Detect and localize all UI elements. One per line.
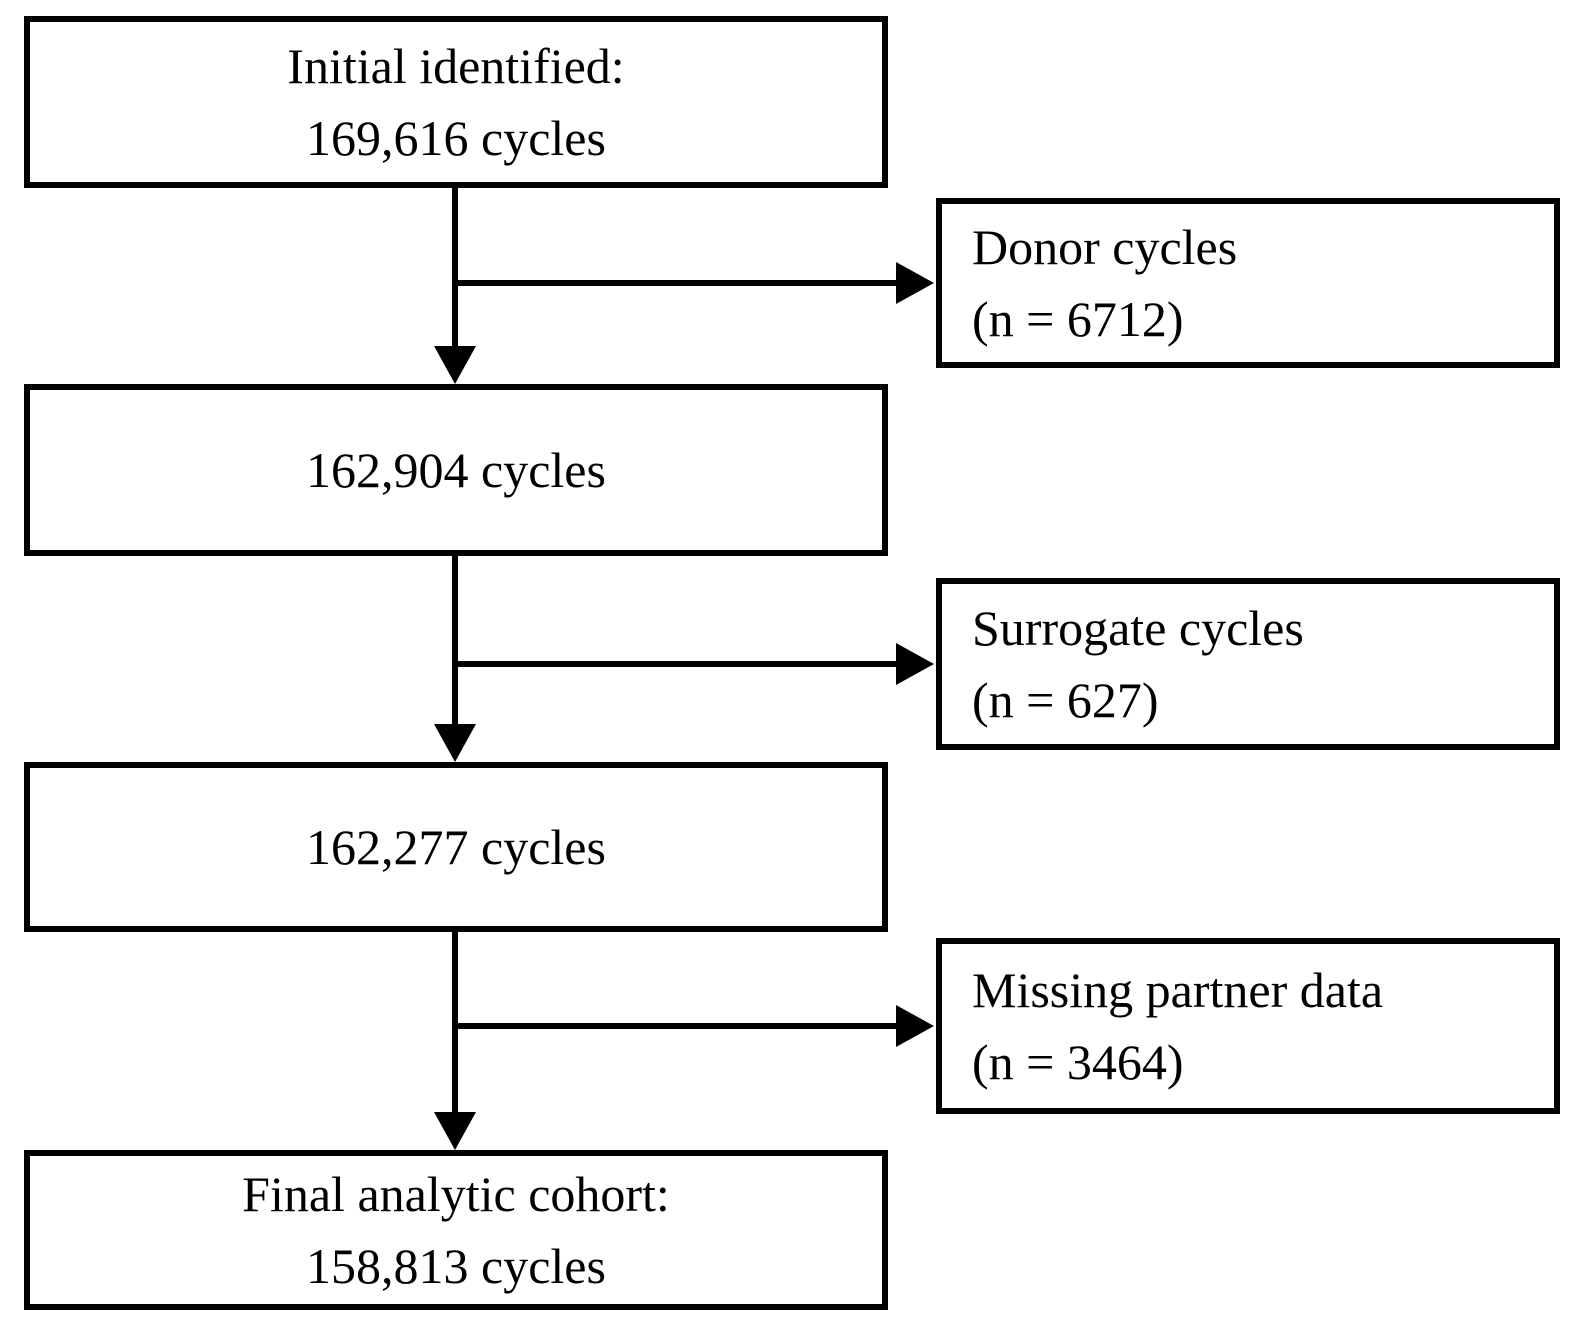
box-text-line: (n = 3464) xyxy=(972,1034,1184,1090)
box-text-line: 162,904 cycles xyxy=(306,442,606,498)
arrow-branch-surrogate xyxy=(452,643,934,685)
box-final-analytic-cohort: Final analytic cohort: 158,813 cycles xyxy=(24,1150,888,1310)
arrow-down-3 xyxy=(434,932,476,1150)
arrow-branch-missing-partner xyxy=(452,1005,934,1047)
arrow-branch-donor xyxy=(452,262,934,304)
box-donor-cycles: Donor cycles (n = 6712) xyxy=(936,198,1560,368)
box-text-line: (n = 6712) xyxy=(972,291,1184,347)
box-text-line: 162,277 cycles xyxy=(306,819,606,875)
box-text-line: 169,616 cycles xyxy=(306,110,606,166)
box-text-line: Donor cycles xyxy=(972,219,1238,275)
box-162277-cycles: 162,277 cycles xyxy=(24,762,888,932)
box-text-line: Surrogate cycles xyxy=(972,600,1304,656)
box-text-line: Final analytic cohort: xyxy=(242,1166,670,1222)
box-text-line: 158,813 cycles xyxy=(306,1238,606,1294)
box-162904-cycles: 162,904 cycles xyxy=(24,384,888,556)
box-surrogate-cycles: Surrogate cycles (n = 627) xyxy=(936,578,1560,750)
arrow-down-1 xyxy=(434,188,476,384)
box-missing-partner-data: Missing partner data (n = 3464) xyxy=(936,938,1560,1114)
arrow-down-2 xyxy=(434,556,476,762)
box-text-line: Initial identified: xyxy=(287,38,625,94)
box-text-line: (n = 627) xyxy=(972,672,1159,728)
box-text-line: Missing partner data xyxy=(972,962,1384,1018)
box-initial-identified: Initial identified: 169,616 cycles xyxy=(24,16,888,188)
